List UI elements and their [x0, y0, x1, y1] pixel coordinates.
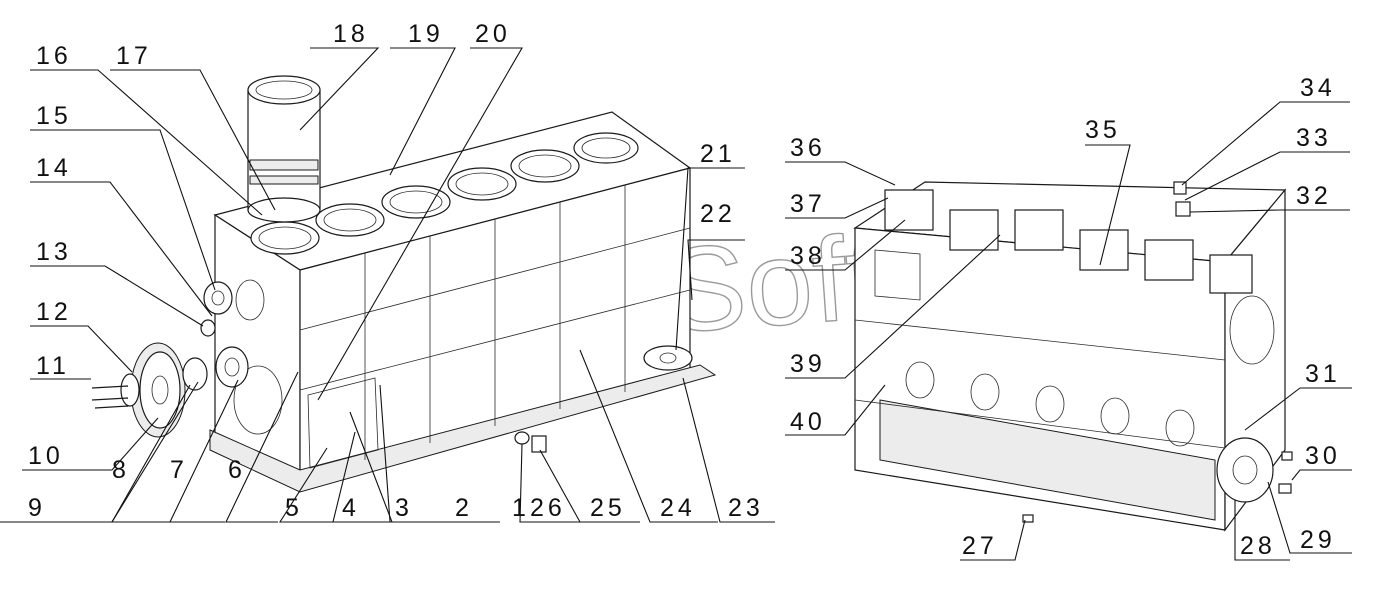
plug-25: [531, 435, 547, 453]
callout-8: 8: [112, 456, 130, 484]
callout-24: 24: [660, 494, 696, 522]
callout-29: 29: [1300, 526, 1336, 554]
callout-13: 13: [36, 238, 72, 266]
callout-15: 15: [36, 102, 72, 130]
flange-plate-24: [643, 345, 693, 371]
bolts-11: [91, 385, 129, 409]
callout-7: 7: [170, 456, 188, 484]
gear-hub: [120, 373, 140, 407]
timing-gear: [130, 342, 186, 438]
cover-15: [203, 281, 233, 315]
callout-36: 36: [790, 134, 826, 162]
callout-1: 1: [512, 494, 530, 522]
callout-16: 16: [36, 42, 72, 70]
callout-14: 14: [36, 154, 72, 182]
callout-5: 5: [285, 494, 303, 522]
callout-22: 22: [700, 200, 736, 228]
idler-bracket: [182, 357, 208, 391]
screw-27: [1022, 514, 1034, 523]
callout-34: 34: [1300, 74, 1336, 102]
callout-33: 33: [1296, 124, 1332, 152]
leader-lines: [0, 47, 1352, 561]
callout-27: 27: [962, 532, 998, 560]
callout-21: 21: [700, 140, 736, 168]
engine-block-front-view: [209, 111, 717, 493]
callout-25: 25: [590, 494, 626, 522]
callout-17: 17: [116, 42, 152, 70]
cylinder-liner: [247, 75, 321, 223]
callout-labels: 1 2 3 4 5 6 7 8 9 10 11 12 13 14 15 16 1…: [28, 20, 1341, 560]
callout-26: 26: [530, 494, 566, 522]
callout-4: 4: [342, 494, 360, 522]
callout-31: 31: [1305, 360, 1341, 388]
callout-10: 10: [28, 442, 64, 470]
bolts-30: [1278, 451, 1293, 494]
callout-12: 12: [36, 298, 72, 326]
callout-9: 9: [28, 494, 46, 522]
fittings-32-34: [1173, 181, 1191, 217]
washer-26: [514, 431, 530, 445]
callout-28: 28: [1240, 532, 1276, 560]
pump-housing: [215, 346, 249, 388]
callout-37: 37: [790, 190, 826, 218]
callout-2: 2: [455, 494, 473, 522]
callout-6: 6: [228, 456, 246, 484]
callout-23: 23: [728, 494, 764, 522]
callout-20: 20: [475, 20, 511, 48]
callout-40: 40: [790, 408, 826, 436]
callout-30: 30: [1305, 442, 1341, 470]
callout-19: 19: [408, 20, 444, 48]
callout-18: 18: [333, 20, 369, 48]
rear-cover-plate: [1216, 437, 1274, 503]
callout-38: 38: [790, 242, 826, 270]
callout-35: 35: [1085, 116, 1121, 144]
callout-11: 11: [36, 352, 70, 380]
callout-32: 32: [1296, 182, 1332, 210]
callout-3: 3: [395, 494, 413, 522]
seal-13: [200, 319, 216, 337]
callout-39: 39: [790, 350, 826, 378]
